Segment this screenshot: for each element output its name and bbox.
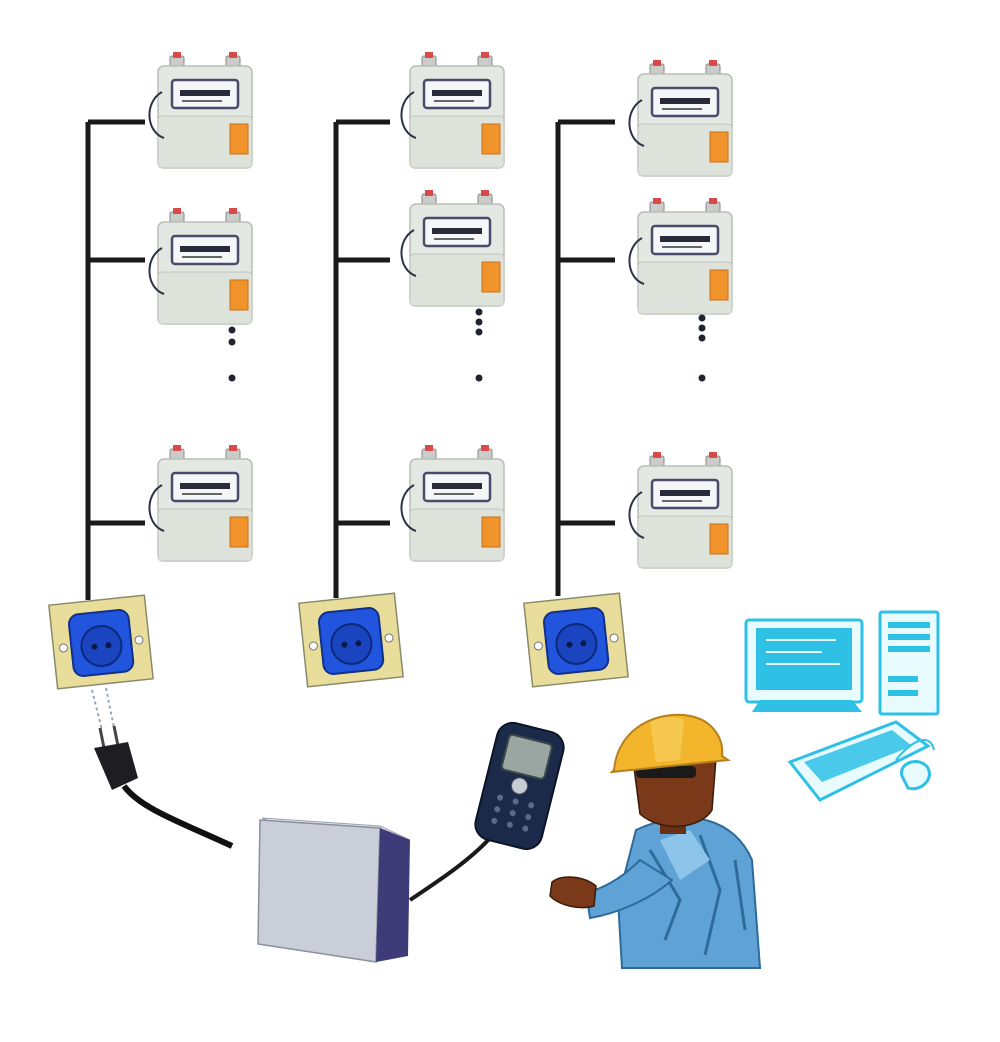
gas-meter [148, 443, 254, 563]
worker-hand [549, 876, 597, 909]
gas-meter [400, 50, 506, 170]
wall-socket [297, 592, 405, 688]
gas-meter [148, 50, 254, 170]
gas-meters [148, 50, 734, 570]
plug-cable [121, 784, 234, 849]
computer [744, 610, 940, 802]
bus-lines [85, 119, 615, 600]
worker-arm [584, 858, 674, 920]
gas-meter [628, 450, 734, 570]
wall-socket [522, 592, 630, 688]
gas-meter [148, 206, 254, 326]
wall-sockets [47, 592, 630, 690]
worker [549, 713, 762, 969]
gas-meter [628, 58, 734, 178]
data-collector [257, 817, 411, 963]
ellipsis-dots [228, 308, 706, 382]
handheld-cable [408, 836, 492, 902]
gas-meter [400, 443, 506, 563]
gas-meter [400, 188, 506, 308]
computer-mouse [900, 760, 931, 791]
wall-socket [47, 594, 155, 690]
plug [91, 687, 138, 790]
gas-meter [628, 196, 734, 316]
handheld-terminal [474, 721, 565, 850]
